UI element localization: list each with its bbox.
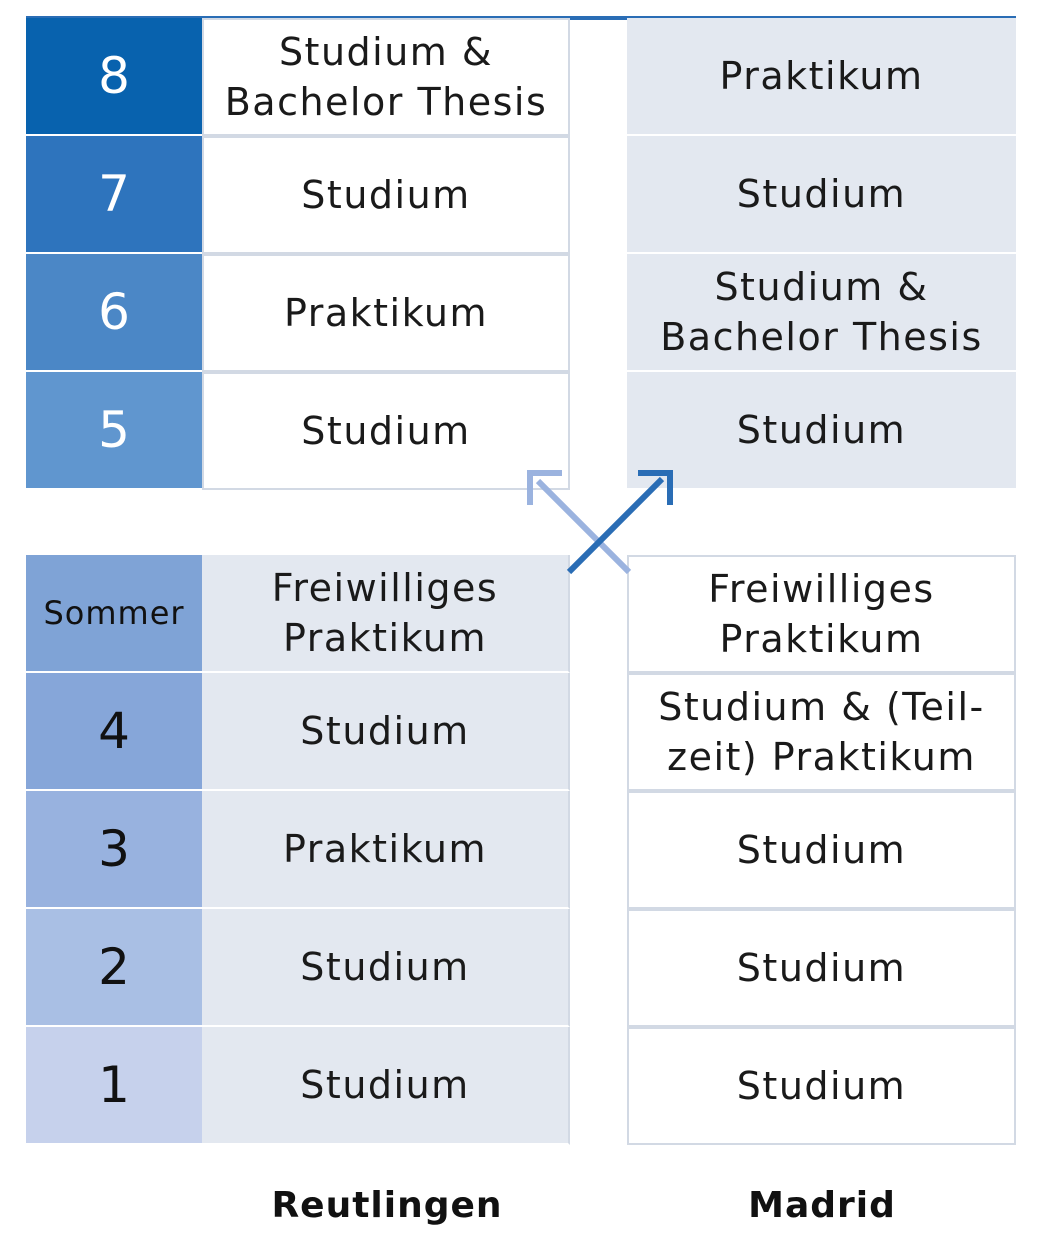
column-label-madrid: Madrid xyxy=(748,1184,896,1226)
semester-label: 7 xyxy=(26,136,202,254)
semester-label: 2 xyxy=(26,909,202,1027)
reutlingen-cell: Studium xyxy=(202,673,570,791)
madrid-cell: Studium xyxy=(627,909,1016,1027)
madrid-cell: Studium &Bachelor Thesis xyxy=(627,254,1016,372)
reutlingen-cell: Praktikum xyxy=(202,791,570,909)
madrid-cell: Studium xyxy=(627,372,1016,490)
semester-label: 8 xyxy=(26,18,202,136)
semester-label: 1 xyxy=(26,1027,202,1145)
reutlingen-cell: Studium xyxy=(202,1027,570,1145)
reutlingen-cell: Studium xyxy=(202,909,570,1027)
madrid-cell: Studium & (Teil-zeit) Praktikum xyxy=(627,673,1016,791)
arrow-to-madrid-head xyxy=(638,470,673,505)
arrow-to-reutlingen xyxy=(535,478,632,575)
column-label-reutlingen: Reutlingen xyxy=(271,1184,503,1226)
reutlingen-cell: Studium xyxy=(202,136,570,254)
reutlingen-cell: Studium xyxy=(202,372,570,490)
madrid-cell: Studium xyxy=(627,1027,1016,1145)
madrid-cell: Studium xyxy=(627,791,1016,909)
semester-label: Sommer xyxy=(26,555,202,673)
reutlingen-cell: Praktikum xyxy=(202,254,570,372)
semester-label: 3 xyxy=(26,791,202,909)
arrow-to-madrid xyxy=(566,476,665,575)
reutlingen-cell: Studium &Bachelor Thesis xyxy=(202,18,570,136)
madrid-cell: Studium xyxy=(627,136,1016,254)
semester-label: 6 xyxy=(26,254,202,372)
semester-label: 4 xyxy=(26,673,202,791)
semester-label: 5 xyxy=(26,372,202,490)
madrid-cell: Praktikum xyxy=(627,18,1016,136)
arrow-to-reutlingen-head xyxy=(527,470,562,505)
